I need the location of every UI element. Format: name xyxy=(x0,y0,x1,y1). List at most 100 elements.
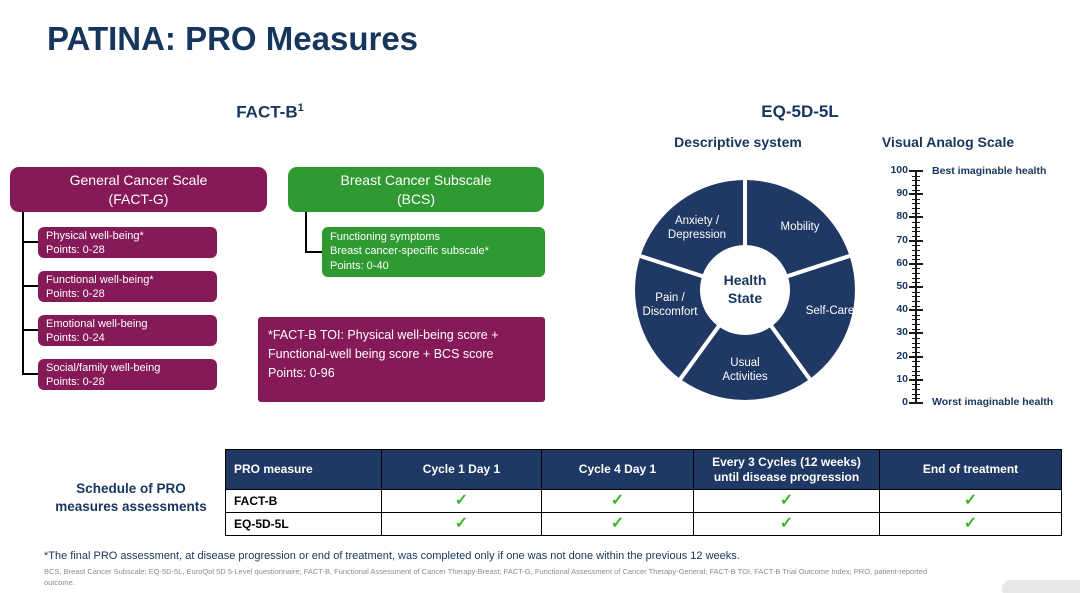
segment-label-pain-discomfort: Pain / Discomfort xyxy=(625,291,715,320)
vas-minor-tick xyxy=(912,370,920,372)
connector-line xyxy=(22,373,38,375)
checkmark-icon: ✓ xyxy=(779,515,794,532)
segment-label-line: Self-Care xyxy=(805,305,855,317)
fact-g-box: General Cancer Scale (FACT-G) xyxy=(10,167,267,212)
vas-major-tick xyxy=(909,355,923,358)
vas-minor-tick xyxy=(912,189,920,191)
vas-major-tick xyxy=(909,239,923,242)
vas-tick-label: 30 xyxy=(896,326,908,339)
fact-b-heading-text: FACT-B xyxy=(236,102,298,122)
assessment-cell: ✓ xyxy=(693,512,880,536)
column-header: End of treatment xyxy=(879,449,1062,490)
subscale-box-emotional: Emotional well-being Points: 0-24 xyxy=(38,315,217,346)
toi-line3: Points: 0-96 xyxy=(268,365,335,380)
vas-best-label: Best imaginable health xyxy=(932,165,1047,177)
subscale-label: Functional well-being* xyxy=(46,274,154,286)
connector-line xyxy=(22,241,38,243)
checkmark-icon: ✓ xyxy=(963,492,978,509)
health-state-label: Health State xyxy=(685,272,805,307)
subscale-box-functional: Functional well-being* Points: 0-28 xyxy=(38,271,217,302)
descriptive-system-title: Descriptive system xyxy=(674,134,802,150)
checkmark-icon: ✓ xyxy=(454,515,469,532)
column-header: Every 3 Cycles (12 weeks)until disease p… xyxy=(693,449,880,490)
health-state-line: State xyxy=(727,289,763,306)
column-header: Cycle 4 Day 1 xyxy=(541,449,694,490)
subscale-points: Points: 0-28 xyxy=(46,288,105,301)
connector-line xyxy=(22,212,24,375)
vas-major-tick xyxy=(909,309,923,312)
vas-minor-tick xyxy=(912,291,920,293)
vas-major-tick xyxy=(909,216,923,219)
vas-minor-tick xyxy=(912,273,920,275)
subscale-label: Physical well-being* xyxy=(46,230,144,242)
vas-tick-label: 100 xyxy=(890,164,908,176)
vas-minor-tick xyxy=(912,361,920,363)
vas-minor-tick xyxy=(912,277,920,279)
vas-ruler: Best imaginable health Worst imaginable … xyxy=(868,164,1080,415)
vas-major-tick xyxy=(909,332,923,335)
vas-minor-tick xyxy=(912,226,920,228)
vas-minor-tick xyxy=(912,351,920,353)
fact-g-title-line1: General Cancer Scale xyxy=(69,172,208,189)
scrollbar-corner[interactable] xyxy=(1002,580,1080,593)
vas-tick-label: 90 xyxy=(896,187,908,200)
assessment-cell: ✓ xyxy=(381,512,542,536)
vas-minor-tick xyxy=(912,300,920,302)
segment-label-line: Activities xyxy=(722,371,768,384)
checkmark-icon: ✓ xyxy=(610,515,625,532)
subscale-label: Emotional well-being xyxy=(46,318,148,330)
checkmark-icon: ✓ xyxy=(963,515,978,532)
assessment-cell: ✓ xyxy=(381,489,542,513)
vas-minor-tick xyxy=(912,342,920,344)
schedule-label-line2: measures assessments xyxy=(55,499,207,515)
vas-minor-tick xyxy=(912,180,920,182)
vas-minor-tick xyxy=(912,398,920,400)
eq5d-heading: EQ-5D-5L xyxy=(761,102,839,121)
assessment-cell: ✓ xyxy=(693,489,880,513)
table-row: EQ-5D-5L✓✓✓✓ xyxy=(225,512,1062,536)
subscale-box-physical: Physical well-being* Points: 0-28 xyxy=(38,227,217,258)
toi-line2: Functional-well being score + BCS score xyxy=(268,346,494,361)
vas-tick-label: 20 xyxy=(896,349,908,362)
fact-b-heading: FACT-B1 xyxy=(175,102,365,123)
checkmark-icon: ✓ xyxy=(779,492,794,509)
vas-minor-tick xyxy=(912,208,920,210)
eq5d-descriptive-donut: Anxiety / Depression Mobility Pain / Dis… xyxy=(623,170,867,410)
segment-label-line: Depression xyxy=(667,229,727,242)
checkmark-icon: ✓ xyxy=(610,492,625,509)
vas-minor-tick xyxy=(912,296,920,298)
bcs-sub-line2: Breast cancer-specific subscale* xyxy=(330,245,489,258)
schedule-label: Schedule of PRO measures assessments xyxy=(40,480,222,516)
column-header: Cycle 1 Day 1 xyxy=(381,449,542,490)
segment-usual-activities xyxy=(677,288,813,404)
assessment-cell: ✓ xyxy=(541,512,694,536)
segment-label-mobility: Mobility xyxy=(755,220,845,234)
vas-minor-tick xyxy=(912,259,920,261)
checkmark-icon: ✓ xyxy=(454,492,469,509)
vas-minor-tick xyxy=(912,203,920,205)
vas-tick-label: 60 xyxy=(896,256,908,269)
vas-tick-label: 80 xyxy=(896,210,908,223)
vas-minor-tick xyxy=(912,384,920,386)
vas-tick-label: 70 xyxy=(896,233,908,246)
bcs-box: Breast Cancer Subscale (BCS) xyxy=(288,167,544,212)
vas-minor-tick xyxy=(912,347,920,349)
vas-major-tick xyxy=(909,378,923,381)
vas-minor-tick xyxy=(912,212,920,214)
assessment-cell: ✓ xyxy=(879,512,1062,536)
vas-major-tick xyxy=(909,170,923,172)
segment-label-usual-activities: Usual Activities xyxy=(700,356,790,385)
segment-label-anxiety-depression: Anxiety / Depression xyxy=(652,214,742,243)
vas-tick-label: 10 xyxy=(896,372,908,385)
vas-minor-tick xyxy=(912,324,920,326)
footnote-main: *The final PRO assessment, at disease pr… xyxy=(44,550,740,562)
vas-tick-label: 40 xyxy=(896,303,908,316)
segment-label-line: Mobility xyxy=(780,221,820,233)
vas-minor-tick xyxy=(912,282,920,284)
vas-tick-label: 50 xyxy=(896,280,908,292)
assessment-cell: ✓ xyxy=(541,489,694,513)
pro-measure-cell: FACT-B xyxy=(225,489,382,513)
bcs-sub-line3: Points: 0-40 xyxy=(330,259,389,272)
subscale-label: Social/family well-being xyxy=(46,362,161,374)
fact-b-toi-box: *FACT-B TOI: Physical well-being score +… xyxy=(258,317,545,402)
